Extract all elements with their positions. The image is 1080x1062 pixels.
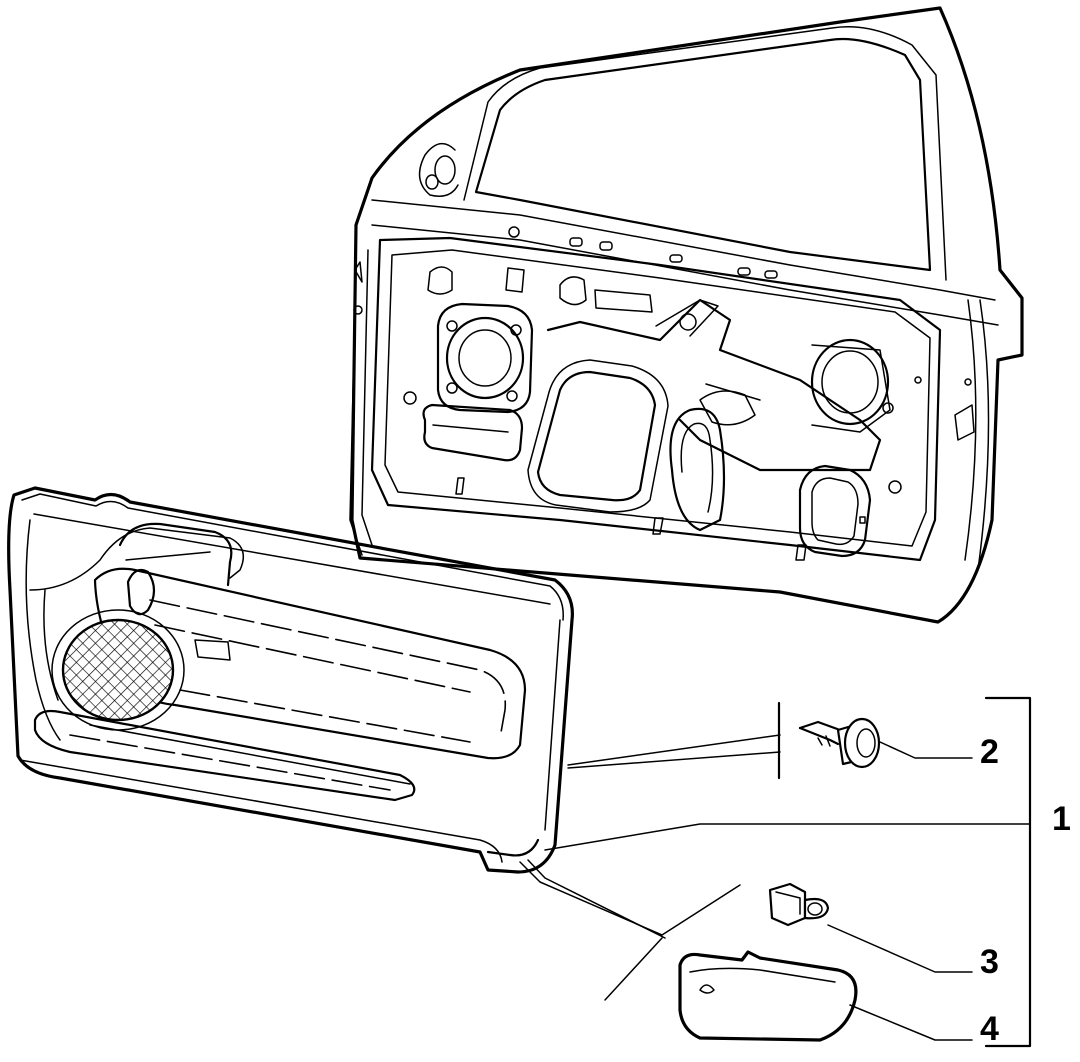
push-clip-icon: [798, 717, 881, 769]
callout-1: 1: [1052, 800, 1071, 838]
courtesy-lamp-icon: [678, 950, 858, 1042]
speaker-grille-icon: [61, 618, 175, 722]
leader-lines: [519, 696, 1032, 1048]
bulb-holder-icon: [768, 882, 830, 927]
callout-3: 3: [980, 943, 999, 981]
door-trim-panel-icon: [7, 486, 574, 874]
callout-2: 2: [980, 733, 999, 771]
door-frame-icon: [349, 6, 1024, 624]
callout-4: 4: [980, 1010, 999, 1048]
